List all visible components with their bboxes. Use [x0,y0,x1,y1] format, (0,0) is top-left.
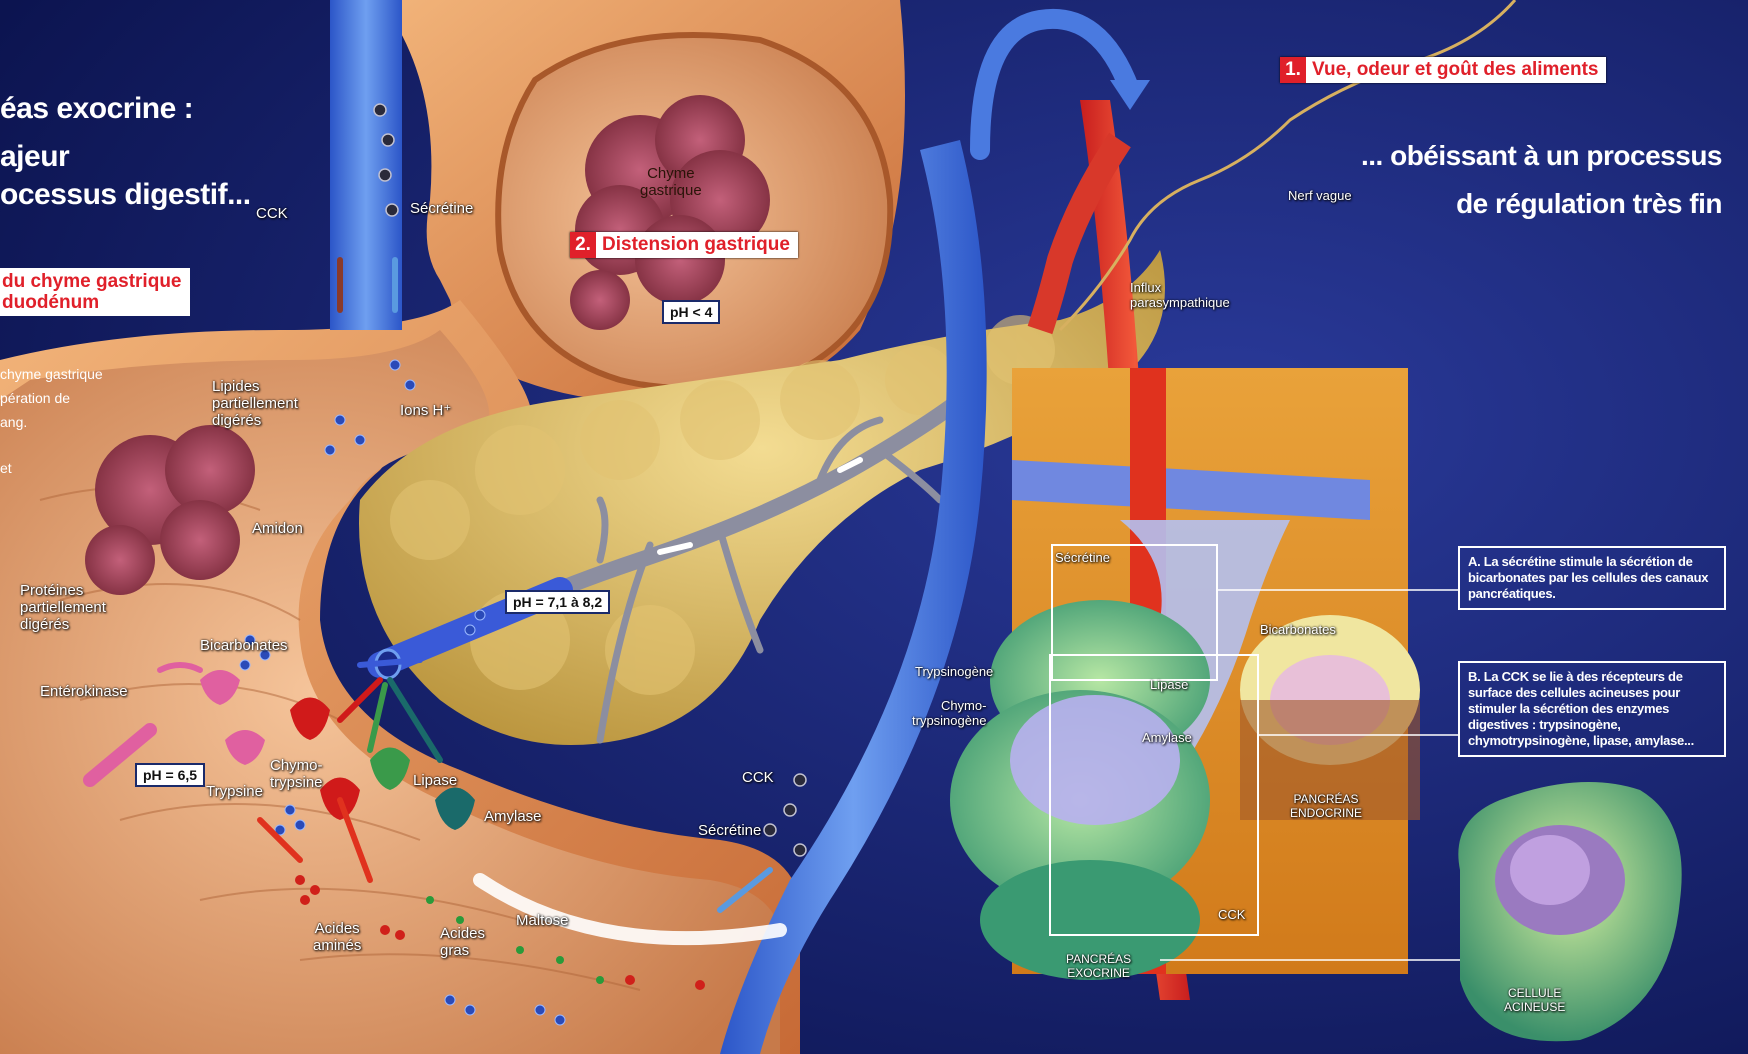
label-acides-gras: Acides gras [440,925,485,959]
label-pancreas-endocrine-line2: ENDOCRINE [1290,806,1362,820]
step2-badge: 2. Distension gastrique [570,232,798,258]
left-title-line3: ocessus digestif... [0,178,251,212]
left-paragraph-line2: pération de [0,387,70,409]
label-chyme-gastrique: Chyme gastrique [640,165,702,199]
left-title-line2: ajeur [0,140,69,174]
left-red-caption-line2: duodénum [2,292,182,313]
label-proteines: Protéines partiellement digérés [20,582,106,633]
label-lipase-left: Lipase [413,772,457,789]
label-lipides-line1: Lipides [212,378,298,395]
label-chymotrypsinogene-line2: trypsinogène [912,713,986,728]
label-amylase-inset: Amylase [1142,730,1192,745]
info-box-a: A. La sécrétine stimule la sécrétion de … [1458,546,1726,610]
label-chymotrypsine: Chymo- trypsine [270,757,323,791]
label-pancreas-exocrine: PANCRÉAS EXOCRINE [1066,952,1131,980]
label-secretine-top: Sécrétine [410,200,473,217]
label-pancreas-endocrine: PANCRÉAS ENDOCRINE [1290,792,1362,820]
left-title-line1: éas exocrine : [0,92,193,126]
label-trypsine: Trypsine [206,783,263,800]
step2-label: Distension gastrique [602,234,790,256]
label-bicarbonates-inset: Bicarbonates [1260,622,1336,637]
label-pancreas-exocrine-line2: EXOCRINE [1066,966,1131,980]
label-bicarbonates-left: Bicarbonates [200,637,288,654]
label-chyme-line1: Chyme [640,165,702,182]
label-acides-amines-line2: aminés [313,937,361,954]
label-lipides-line2: partiellement [212,395,298,412]
right-title-line2: de régulation très fin [1456,188,1722,220]
left-paragraph-line3: ang. [0,411,27,433]
label-cellule-acineuse-line1: CELLULE [1504,986,1565,1000]
step1-badge: 1. Vue, odeur et goût des aliments [1280,57,1606,83]
label-ions-h: Ions H⁺ [400,402,451,419]
left-paragraph-line1: chyme gastrique [0,363,103,385]
label-secretine-bottom: Sécrétine [698,822,761,839]
label-nerf-vague: Nerf vague [1288,188,1352,203]
label-acides-gras-line2: gras [440,942,485,959]
label-lipides-line3: digérés [212,412,298,429]
label-cck-bottom: CCK [742,769,774,786]
label-trypsinogene: Trypsinogène [915,664,993,679]
label-acides-amines-line1: Acides [313,920,361,937]
label-acides-gras-line1: Acides [440,925,485,942]
label-chymotrypsine-line2: trypsine [270,774,323,791]
step1-label: Vue, odeur et goût des aliments [1312,59,1598,81]
label-cellule-acineuse-line2: ACINEUSE [1504,1000,1565,1014]
step1-number: 1. [1280,57,1306,83]
right-title-line1: ... obéissant à un processus [1361,140,1722,172]
ph-pancreatic-juice: pH = 7,1 à 8,2 [505,590,610,614]
label-influx-line2: parasympathique [1130,295,1230,310]
label-maltose: Maltose [516,912,569,929]
label-enterokinase: Entérokinase [40,683,128,700]
label-proteines-line1: Protéines [20,582,106,599]
label-pancreas-exocrine-line1: PANCRÉAS [1066,952,1131,966]
label-cck-top: CCK [256,205,288,222]
label-secretine-inset: Sécrétine [1055,550,1110,565]
label-acides-amines: Acides aminés [313,920,361,954]
left-paragraph-line4: et [0,457,12,479]
ph-duodenum: pH = 6,5 [135,763,205,787]
label-lipase-inset: Lipase [1150,677,1188,692]
label-amylase-left: Amylase [484,808,542,825]
ph-stomach: pH < 4 [662,300,720,324]
label-proteines-line2: partiellement [20,599,106,616]
label-cck-inset: CCK [1218,907,1245,922]
left-red-caption-line1: du chyme gastrique [2,271,182,292]
label-chyme-line2: gastrique [640,182,702,199]
info-box-b: B. La CCK se lie à des récepteurs de sur… [1458,661,1726,757]
label-influx: Influx parasympathique [1130,280,1230,310]
label-cellule-acineuse: CELLULE ACINEUSE [1504,986,1565,1014]
step2-number: 2. [570,232,596,258]
label-pancreas-endocrine-line1: PANCRÉAS [1290,792,1362,806]
label-amidon: Amidon [252,520,303,537]
label-chymotrypsinogene-line1: Chymo- [912,698,986,713]
label-chymotrypsine-line1: Chymo- [270,757,323,774]
label-influx-line1: Influx [1130,280,1230,295]
left-red-caption: du chyme gastrique duodénum [0,268,190,316]
label-chymotrypsinogene: Chymo- trypsinogène [912,698,986,728]
label-lipides: Lipides partiellement digérés [212,378,298,429]
label-proteines-line3: digérés [20,616,106,633]
